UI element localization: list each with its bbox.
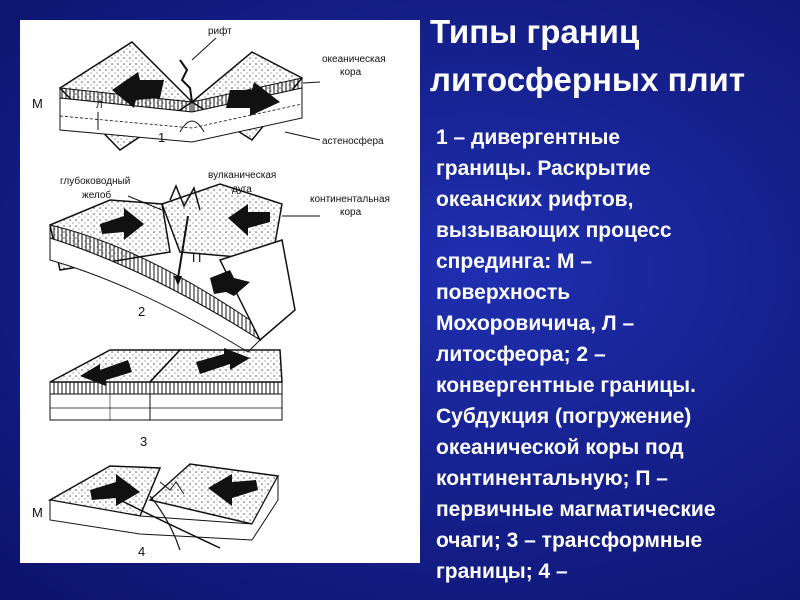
label-rift: рифт [208, 25, 232, 37]
block-4-collision [47, 463, 280, 551]
slide-title-line: литосферных плит [430, 61, 745, 98]
slide-title: Типы границ литосферных плит [430, 8, 795, 104]
body-line: континентальную; П – [436, 467, 668, 490]
label-continental-crust-2: кора [340, 207, 362, 218]
label-volcanic-arc-2: дуга [232, 184, 252, 195]
label-magma-chamber: П [192, 250, 201, 265]
label-trench-1: глубоководный [60, 175, 130, 187]
block-3-transform [49, 348, 283, 421]
block-1-divergent [58, 41, 321, 151]
body-line: очаги; 3 – трансформные [436, 529, 703, 552]
slide-title-line: Типы границ [430, 13, 640, 50]
body-line: 1 – дивергентные [436, 126, 621, 149]
slide-body-text: 1 – дивергентные границы. Раскрытие океа… [436, 122, 796, 587]
body-line: конвергентные границы. [436, 374, 696, 397]
figure-number-4: 4 [138, 544, 145, 559]
body-line: литосфеора; 2 – [436, 343, 606, 366]
body-line: океанских рифтов, [436, 188, 634, 211]
label-trench-2: желоб [82, 189, 111, 201]
block-2-convergent [49, 183, 320, 353]
body-line: границы. Раскрытие [436, 157, 651, 180]
body-line: первичные магматические [436, 498, 716, 521]
body-line: Субдукция (погружение) [436, 405, 692, 428]
label-oceanic-crust-2: кора [340, 67, 362, 78]
body-line: границы; 4 – [436, 560, 568, 583]
body-line: вызывающих процесс [436, 219, 672, 242]
body-line: Мохоровичича, Л – [436, 312, 635, 335]
body-line: океанической коры под [436, 436, 684, 459]
label-continental-crust-1: континентальная [310, 194, 390, 205]
label-asthenosphere: астеносфера [322, 135, 384, 147]
body-line: поверхность [436, 281, 571, 304]
figure-number-1: 1 [158, 130, 165, 145]
label-moho-1: М [32, 96, 43, 111]
plate-boundaries-figure: рифт океаническая кора астеносфера М Л 1… [20, 20, 420, 563]
figure-number-2: 2 [138, 304, 145, 319]
plate-boundaries-diagram: рифт океаническая кора астеносфера М Л 1… [32, 25, 390, 559]
label-moho-4: М [32, 505, 43, 520]
label-volcanic-arc-1: вулканическая [208, 170, 276, 181]
label-litho: Л [96, 100, 103, 111]
body-line: спрединга: М – [436, 250, 593, 273]
figure-number-3: 3 [140, 434, 147, 449]
label-oceanic-crust-1: океаническая [322, 54, 386, 65]
